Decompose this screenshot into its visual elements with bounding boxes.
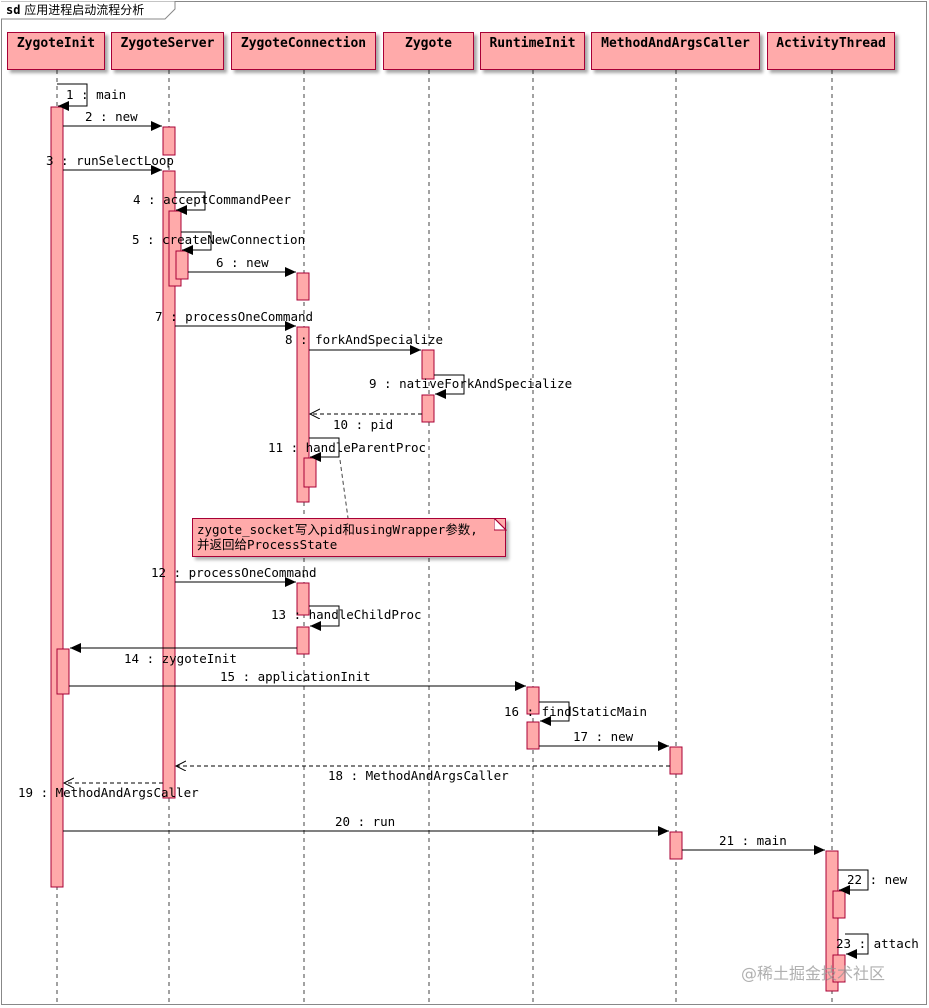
note-line-2: 并返回给ProcessState (197, 537, 338, 552)
watermark: @稀土掘金技术社区 (741, 964, 886, 983)
note-line-1: zygote_socket写入pid和usingWrapper参数, (197, 522, 478, 537)
message-label: 6 : new (216, 255, 269, 270)
note-fold-corner (494, 518, 507, 531)
activation-bar (50, 106, 64, 888)
participant-zygote: Zygote (383, 32, 474, 70)
message-label: 7 : processOneCommand (155, 309, 314, 324)
activation-bar (296, 626, 310, 655)
participant-zygote-server: ZygoteServer (111, 32, 224, 70)
activation-bar (526, 721, 540, 750)
message-label: 8 : forkAndSpecialize (285, 332, 444, 347)
message-arrow-16 (539, 701, 570, 726)
activation-bar (162, 170, 176, 799)
message-arrow-13 (309, 605, 340, 631)
activation-bar (669, 746, 683, 775)
message-label: 4 : acceptCommandPeer (133, 192, 292, 207)
message-arrow-4 (175, 191, 206, 215)
message-label: 9 : nativeForkAndSpecialize (369, 376, 573, 391)
message-label: 14 : zygoteInit (124, 651, 237, 666)
activation-bar (296, 582, 310, 616)
message-label: 20 : run (335, 814, 396, 829)
activation-bar (303, 457, 317, 488)
message-label: 23 : attach (836, 936, 919, 951)
message-label: 13 : handleChildProc (271, 607, 422, 622)
activation-bar (832, 954, 846, 983)
participant-zygote-init: ZygoteInit (7, 32, 105, 70)
activation-bar (296, 272, 310, 301)
activation-bar (526, 686, 540, 715)
message-label: 1 : main (66, 87, 127, 102)
note-box: zygote_socket写入pid和usingWrapper参数, 并返回给P… (192, 518, 506, 557)
participant-activity-thread: ActivityThread (767, 32, 895, 70)
message-label: 10 : pid (333, 417, 394, 432)
message-arrow-11 (309, 437, 340, 462)
diagram-title: sd 应用进程启动流程分析 (1, 1, 144, 19)
message-arrow-23 (845, 933, 869, 959)
activation-bar (162, 126, 176, 156)
message-label: 19 : MethodAndArgsCaller (18, 785, 199, 800)
message-label: 22 : new (847, 872, 908, 887)
participant-zygote-connection: ZygoteConnection (231, 32, 376, 70)
message-label: 21 : main (719, 833, 787, 848)
activation-bar (832, 890, 846, 919)
note-connector (339, 459, 349, 519)
message-label: 17 : new (573, 729, 634, 744)
participant-method-and-args-caller: MethodAndArgsCaller (591, 32, 760, 70)
message-arrow-22 (838, 869, 869, 895)
activation-bar (669, 831, 683, 860)
title-text: 应用进程启动流程分析 (24, 3, 145, 17)
message-label: 3 : runSelectLoop (46, 153, 174, 168)
message-label: 15 : applicationInit (220, 669, 371, 684)
message-label: 5 : createNewConnection (132, 232, 306, 247)
message-label: 12 : processOneCommand (151, 565, 317, 580)
message-arrow-5 (181, 231, 212, 255)
message-arrow-9 (434, 374, 465, 399)
activation-bar (56, 648, 70, 695)
title-prefix: sd (6, 3, 21, 17)
message-label: 2 : new (85, 109, 138, 124)
activation-bar (421, 394, 435, 423)
message-arrow-1 (57, 83, 88, 111)
activation-bar (421, 349, 435, 380)
participant-runtime-init: RuntimeInit (480, 32, 585, 70)
message-label: 11 : handleParentProc (268, 440, 427, 455)
message-label: 16 : findStaticMain (504, 704, 647, 719)
message-label: 18 : MethodAndArgsCaller (328, 768, 509, 783)
title-tab-shape (1, 1, 176, 20)
activation-bar (175, 250, 189, 280)
